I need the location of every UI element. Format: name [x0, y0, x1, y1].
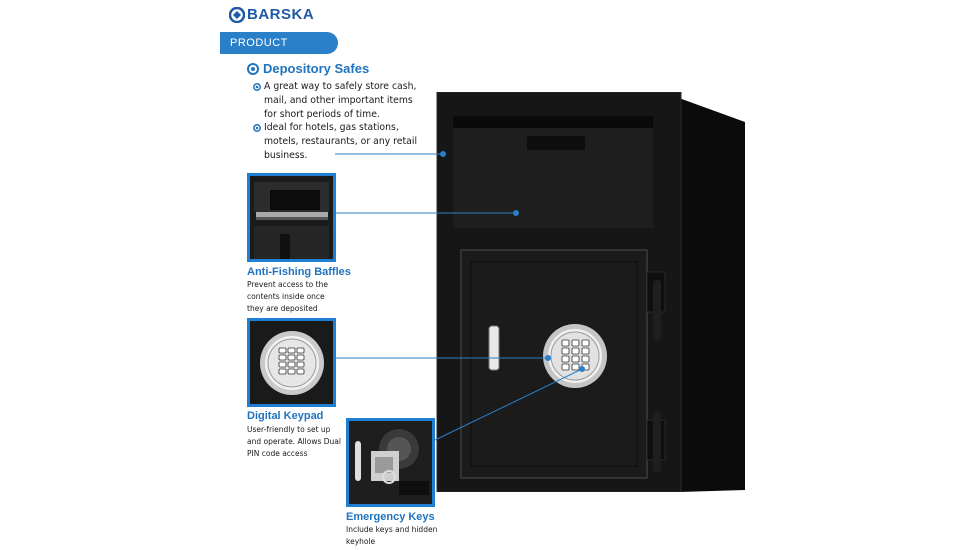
- section-title: Depository Safes: [263, 61, 370, 76]
- barska-logo: BARSKA: [229, 6, 314, 23]
- feature-description: Include keys and hidden keyhole: [346, 525, 438, 546]
- feature-title: Emergency Keys: [346, 511, 435, 523]
- list-item: A great way to safely store cash, mail, …: [253, 80, 428, 121]
- feature-title: Anti-Fishing Baffles: [247, 266, 351, 278]
- feature-title: Digital Keypad: [247, 410, 324, 422]
- logo-text: BARSKA: [247, 6, 315, 23]
- section-heading: Depository Safes: [247, 61, 369, 76]
- list-item: Ideal for hotels, gas stations, motels, …: [253, 121, 428, 162]
- feature-description: Prevent access to the contents inside on…: [247, 280, 328, 313]
- bullet-icon: [253, 83, 261, 91]
- keypad-photo: [247, 318, 336, 407]
- product-details-tab: PRODUCT DETAILS: [220, 32, 338, 71]
- bullet-text: Ideal for hotels, gas stations, motels, …: [264, 122, 418, 161]
- bullet-icon: [247, 62, 259, 75]
- bullet-text: A great way to safely store cash, mail, …: [264, 81, 417, 120]
- barska-logo-icon: [229, 6, 245, 23]
- safe-illustration: [436, 92, 745, 492]
- bullet-list: A great way to safely store cash, mail, …: [253, 80, 428, 163]
- emergency-keys-photo: [346, 418, 435, 507]
- baffles-photo: [247, 173, 336, 262]
- feature-description: User-friendly to set up and operate. All…: [247, 425, 341, 458]
- bullet-icon: [253, 124, 261, 133]
